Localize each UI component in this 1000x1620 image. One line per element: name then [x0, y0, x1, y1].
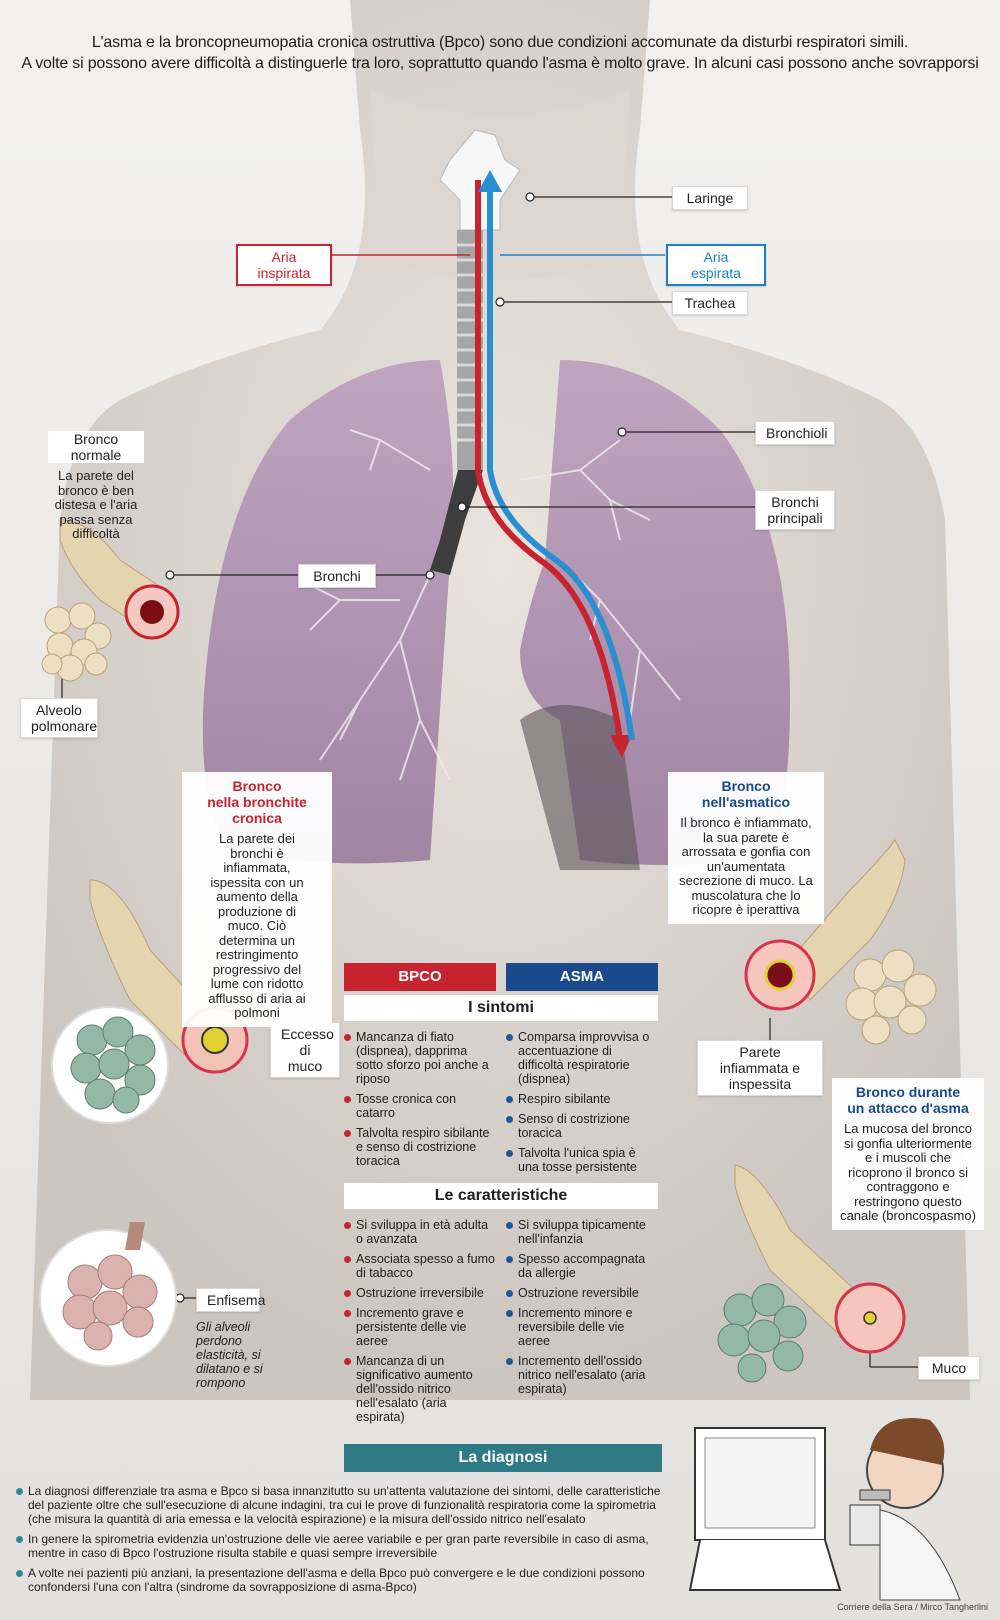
attacco-title-b: un attacco d'asma [847, 1100, 969, 1116]
label-trachea: Trachea [672, 291, 748, 315]
label-enfisema: Enfisema [196, 1288, 265, 1312]
panel-bronchite: Bronco nella bronchite cronica La parete… [182, 772, 332, 1027]
spirometry-illustration [688, 1418, 961, 1601]
sintomi-bpco-item: Talvolta respiro sibilante e senso di co… [344, 1126, 496, 1168]
column-bpco-header: BPCO [344, 963, 496, 991]
sintomi-bpco-item: Tosse cronica con catarro [344, 1092, 496, 1120]
intro-line-1: L'asma e la broncopneumopatia cronica os… [91, 34, 909, 51]
caratteristiche-bpco-list: Si sviluppa in età adulta o avanzata Ass… [344, 1218, 496, 1430]
bronchite-title-b: nella bronchite cronica [207, 794, 307, 826]
sintomi-asma-item: Talvolta l'unica spia è una tosse persis… [506, 1146, 658, 1174]
diagnosi-header: La diagnosi [344, 1444, 662, 1472]
label-aria-espirata: Aria espirata [666, 244, 766, 286]
label-laringe: Laringe [672, 186, 748, 210]
asmatico-text: Il bronco è infiammato, la sua parete è … [679, 815, 813, 917]
sintomi-header: I sintomi [344, 995, 658, 1021]
intro-text: L'asma e la broncopneumopatia cronica os… [20, 32, 980, 74]
sintomi-asma-list: Comparsa improvvisa o accentuazione di d… [506, 1030, 658, 1180]
heart-shadow [520, 705, 640, 870]
label-bronchi: Bronchi [298, 564, 376, 588]
bronco-normale-text: La parete del bronco è ben distesa e l'a… [54, 468, 138, 541]
inspired-air-arrow [475, 180, 623, 741]
label-alveolo: Alveolo polmonare [20, 698, 98, 738]
attack-bronchus-drawing [717, 1164, 906, 1383]
caratteristiche-bpco-item: Si sviluppa in età adulta o avanzata [344, 1218, 496, 1246]
intro-line-2: A volte si possono avere difficoltà a di… [21, 55, 979, 72]
credit: Corriere della Sera / Mirco Tangherlini [837, 1602, 988, 1612]
sintomi-asma-item: Comparsa improvvisa o accentuazione di d… [506, 1030, 658, 1086]
asmatico-title: Bronco nell'asmatico [701, 778, 791, 810]
caratteristiche-asma-list: Si sviluppa tipicamente nell'infanzia Sp… [506, 1218, 658, 1402]
caratteristiche-asma-item: Incremento dell'ossido nitrico nell'esal… [506, 1354, 658, 1396]
label-muco: Muco [918, 1356, 980, 1380]
label-aria-inspirata: Aria inspirata [236, 244, 332, 286]
bronchite-text: La parete dei bronchi è infiammata, ispe… [208, 831, 306, 1020]
label-parete: Parete infiammata e inspessita [697, 1040, 823, 1096]
caratteristiche-asma-item: Si sviluppa tipicamente nell'infanzia [506, 1218, 658, 1246]
caratteristiche-bpco-item: Incremento grave e persistente delle vie… [344, 1306, 496, 1348]
bronchitis-drawing [51, 879, 249, 1124]
sintomi-asma-item: Respiro sibilante [506, 1092, 658, 1106]
bronco-normale-title: Bronco normale [48, 431, 144, 463]
attacco-text: La mucosa del bronco si gonfia ulteriorm… [840, 1121, 976, 1223]
bronchite-title-a: Bronco [232, 778, 282, 794]
caratteristiche-asma-item: Ostruzione reversibile [506, 1286, 658, 1300]
diagnosi-item: A volte nei pazienti più anziani, la pre… [16, 1566, 664, 1594]
column-asma-header: ASMA [506, 963, 658, 991]
attacco-title-a: Bronco durante [855, 1084, 961, 1100]
asthmatic-bronchus-drawing [744, 839, 937, 1045]
expired-air-arrowhead [478, 170, 502, 192]
diagnosi-item: La diagnosi differenziale tra asma e Bpc… [16, 1484, 664, 1526]
caratteristiche-header: Le caratteristiche [344, 1183, 658, 1209]
sintomi-bpco-item: Mancanza di fiato (dispnea), dapprima so… [344, 1030, 496, 1086]
label-eccesso-muco: Eccesso di muco [270, 1022, 340, 1078]
normal-bronchus-drawing [41, 519, 180, 682]
panel-attacco: Bronco durante un attacco d'asma La muco… [832, 1078, 984, 1230]
panel-asmatico: Bronco nell'asmatico Il bronco è infiamm… [668, 772, 824, 924]
diagnosi-item: In genere la spirometria evidenzia un'os… [16, 1532, 664, 1560]
emphysema-drawing [39, 1222, 177, 1367]
panel-bronco-normale: Bronco normale La parete del bronco è be… [40, 425, 152, 548]
inspired-air-arrowhead [610, 735, 632, 758]
main-bronchus [430, 470, 483, 575]
expired-air-arrow [487, 190, 635, 741]
label-bronchi-principali: Bronchi principali [755, 490, 835, 530]
caratteristiche-bpco-item: Mancanza di un significativo aumento del… [344, 1354, 496, 1424]
enfisema-note: Gli alveoli perdono elasticità, si dilat… [196, 1320, 263, 1390]
diagnosi-list: La diagnosi differenziale tra asma e Bpc… [16, 1484, 664, 1600]
caratteristiche-bpco-item: Ostruzione irreversibile [344, 1286, 496, 1300]
sintomi-bpco-list: Mancanza di fiato (dispnea), dapprima so… [344, 1030, 496, 1174]
caratteristiche-asma-item: Incremento minore e reversibile delle vi… [506, 1306, 658, 1348]
caratteristiche-asma-item: Spesso accompagnata da allergie [506, 1252, 658, 1280]
caratteristiche-bpco-item: Associata spesso a fumo di tabacco [344, 1252, 496, 1280]
sintomi-asma-item: Senso di costrizione toracica [506, 1112, 658, 1140]
label-bronchioli: Bronchioli [755, 421, 835, 445]
